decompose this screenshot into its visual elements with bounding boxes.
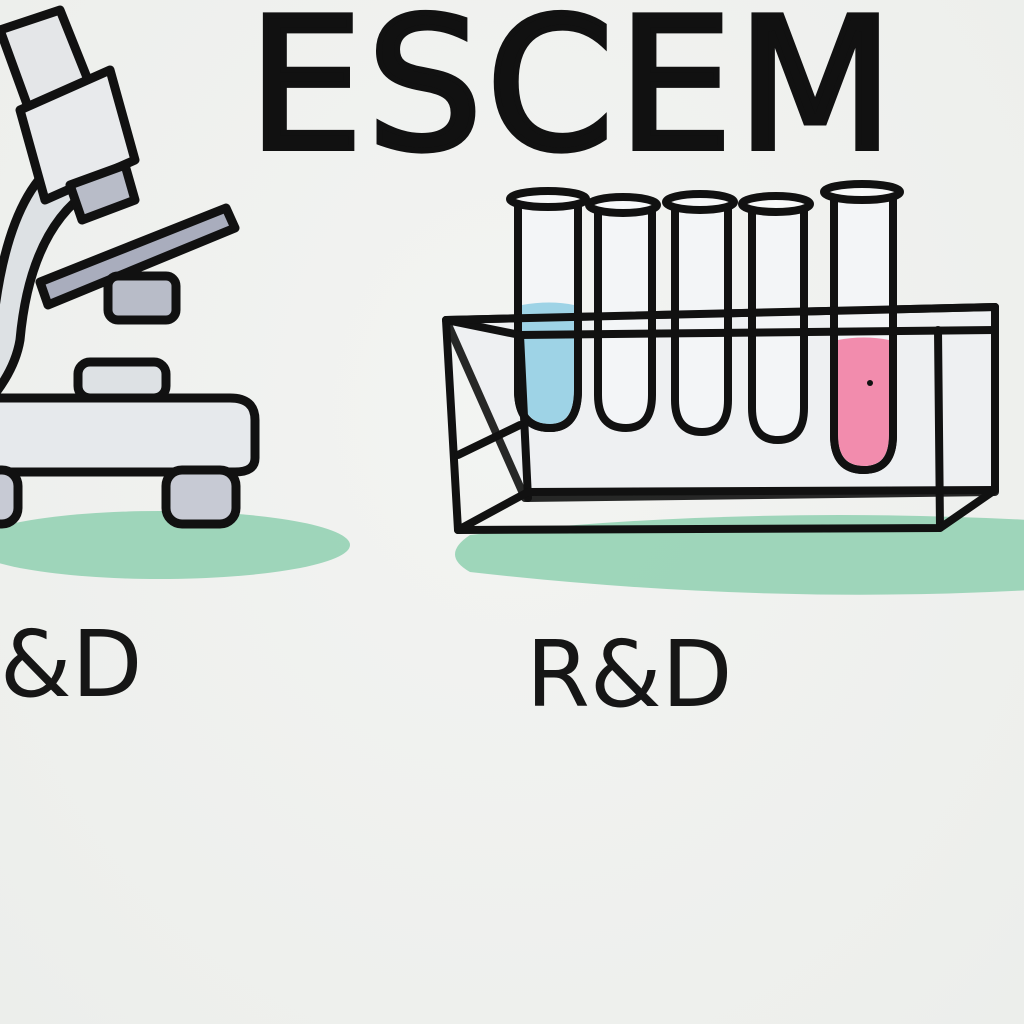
ground-shadow-left — [0, 511, 350, 579]
rd-label-left: R&D — [0, 611, 143, 718]
rack-frame — [442, 303, 999, 534]
microscope-icon — [0, 5, 260, 529]
rd-label-right: R&D — [526, 621, 733, 728]
test-tube-empty-2 — [662, 190, 738, 436]
test-tube-pink — [820, 180, 904, 474]
page-title: ESCEM — [245, 0, 898, 191]
test-tube-empty-3 — [738, 192, 814, 444]
test-tubes — [506, 180, 904, 474]
ground-shadow-right — [455, 515, 1024, 595]
